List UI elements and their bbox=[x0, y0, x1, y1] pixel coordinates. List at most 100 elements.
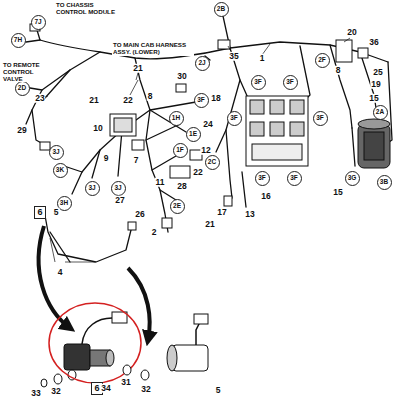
callout-bubble: 3F bbox=[283, 75, 298, 90]
callout-bubble: 3F bbox=[255, 171, 270, 186]
callout-bubble: 2J bbox=[195, 56, 210, 71]
callout-text: 2E bbox=[173, 203, 181, 210]
callout-number: 30 bbox=[176, 72, 187, 81]
callout-bubble: 1E bbox=[186, 127, 201, 142]
callout-number: 15 bbox=[332, 188, 343, 197]
callout-bubble: 3F bbox=[313, 111, 328, 126]
leader-lines bbox=[43, 38, 350, 262]
callout-text: 7J bbox=[34, 19, 41, 26]
callout-number: 25 bbox=[372, 68, 383, 77]
callout-text: 3F bbox=[254, 79, 262, 86]
callout-number: 12 bbox=[200, 146, 211, 155]
callout-bubble: 7J bbox=[31, 15, 46, 30]
callout-number: 1 bbox=[259, 54, 266, 63]
callout-text: 6 bbox=[94, 384, 99, 393]
callout-bubble: 2A bbox=[373, 105, 388, 120]
starter-component bbox=[358, 119, 390, 168]
callout-number: 28 bbox=[176, 182, 187, 191]
callout-number: 35 bbox=[228, 52, 239, 61]
callout-text: 2D bbox=[18, 85, 26, 92]
callout-bubble: 3F bbox=[287, 171, 302, 186]
callout-bubble: 3B bbox=[377, 175, 392, 190]
callout-bubble: 3F bbox=[194, 93, 209, 108]
callout-number: 5 bbox=[215, 386, 222, 395]
callout-bubble: 2C bbox=[205, 155, 220, 170]
callout-text: 3F bbox=[230, 115, 238, 122]
callout-text: 3F bbox=[316, 115, 324, 122]
solenoid-part bbox=[41, 312, 127, 387]
harness-connectors bbox=[30, 24, 368, 230]
callout-number: 16 bbox=[260, 192, 271, 201]
callout-number: 11 bbox=[155, 178, 166, 187]
callout-number: 22 bbox=[192, 168, 203, 177]
callout-number: 27 bbox=[114, 196, 125, 205]
callout-text: 3J bbox=[88, 185, 95, 192]
callout-number: 24 bbox=[202, 120, 213, 129]
callout-text: 3J bbox=[114, 185, 121, 192]
callout-number: 34 bbox=[100, 384, 111, 393]
callout-text: 3H bbox=[60, 200, 68, 207]
callout-bubble: 3K bbox=[53, 163, 68, 178]
callout-bubble: 1F bbox=[173, 143, 188, 158]
callout-text: 2A bbox=[376, 109, 384, 116]
callout-text: 2B bbox=[217, 6, 225, 13]
routing-note: TO CHASSIS CONTROL MODULE bbox=[55, 2, 119, 16]
callout-text: 1E bbox=[189, 131, 197, 138]
callout-text: 3G bbox=[348, 175, 357, 182]
callout-bubble: 2D bbox=[15, 81, 30, 96]
callout-number: 22 bbox=[122, 96, 133, 105]
callout-number: 32 bbox=[140, 385, 151, 394]
callout-number: 21 bbox=[88, 96, 99, 105]
callout-text: 3J bbox=[52, 149, 59, 156]
callout-number: 15 bbox=[368, 94, 379, 103]
callout-number: 17 bbox=[216, 208, 227, 217]
callout-text: 6 bbox=[37, 208, 42, 217]
callout-text: 2F bbox=[318, 57, 326, 64]
callout-text: 7H bbox=[14, 37, 22, 44]
callout-number: 29 bbox=[16, 126, 27, 135]
callout-text: 3K bbox=[56, 167, 64, 174]
callout-bubble: 3F bbox=[227, 111, 242, 126]
callout-bubble: 7H bbox=[11, 33, 26, 48]
callout-text: 1F bbox=[176, 147, 184, 154]
callout-bubble: 1H bbox=[169, 111, 184, 126]
callout-text: 3B bbox=[380, 179, 388, 186]
callout-bubble: 2E bbox=[170, 199, 185, 214]
callout-number: 18 bbox=[210, 94, 221, 103]
callout-number: 32 bbox=[50, 387, 61, 396]
callout-number: 20 bbox=[346, 28, 357, 37]
callout-number: 9 bbox=[103, 154, 110, 163]
relay-panel bbox=[246, 96, 308, 166]
callout-number: 10 bbox=[92, 124, 103, 133]
callout-text: 3F bbox=[286, 79, 294, 86]
callout-number: 5 bbox=[53, 208, 60, 217]
callout-text: 3F bbox=[258, 175, 266, 182]
callout-box: 6 bbox=[34, 206, 45, 219]
callout-number: 19 bbox=[370, 80, 381, 89]
callout-number: 26 bbox=[134, 210, 145, 219]
callout-number: 7 bbox=[133, 156, 140, 165]
callout-number: 2 bbox=[151, 228, 158, 237]
callout-bubble: 2B bbox=[214, 2, 229, 17]
harness-wires bbox=[26, 16, 392, 262]
callout-bubble: 2F bbox=[315, 53, 330, 68]
callout-number: 21 bbox=[132, 64, 143, 73]
highlight-circle bbox=[49, 303, 141, 383]
callout-number: 31 bbox=[120, 378, 131, 387]
callout-bubble: 3J bbox=[49, 145, 64, 160]
callout-bubble: 3J bbox=[85, 181, 100, 196]
callout-number: 13 bbox=[244, 210, 255, 219]
callout-number: 33 bbox=[30, 389, 41, 398]
callout-bubble: 3G bbox=[345, 171, 360, 186]
callout-text: 3F bbox=[290, 175, 298, 182]
callout-bubble: 3J bbox=[111, 181, 126, 196]
callout-text: 1H bbox=[172, 115, 180, 122]
callout-text: 2C bbox=[208, 159, 216, 166]
routing-note: TO MAIN CAB HARNESS ASSY. (LOWER) bbox=[112, 42, 194, 56]
callout-text: 3F bbox=[197, 97, 205, 104]
callout-number: 8 bbox=[147, 92, 154, 101]
valve-part bbox=[123, 314, 208, 380]
callout-number: 23 bbox=[34, 94, 45, 103]
callout-number: 8 bbox=[335, 66, 342, 75]
routing-note: TO REMOTE CONTROL VALVE bbox=[2, 62, 48, 82]
